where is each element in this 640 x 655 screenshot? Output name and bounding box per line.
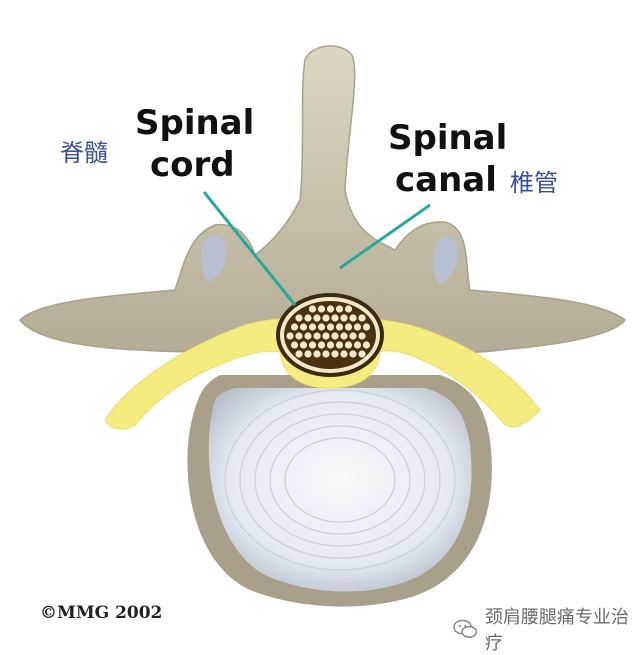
nerve-fiber-dot <box>322 314 330 322</box>
nerve-fiber-dot <box>308 305 317 313</box>
nerve-fiber-dot <box>344 323 353 331</box>
nerve-fiber-dot <box>317 341 326 349</box>
nerve-fiber-dot <box>308 341 317 349</box>
nerve-fiber-dot <box>340 314 348 322</box>
spinal-canal-chinese-label: 椎管 <box>510 169 558 197</box>
nerve-fiber-dot <box>299 341 308 349</box>
nerve-fiber-dot <box>335 341 344 349</box>
nerve-fiber-dot <box>344 341 353 349</box>
nerve-fiber-dot <box>304 314 312 322</box>
spinal-cord-nerve-bundles <box>286 305 371 358</box>
nerve-fiber-dot <box>317 323 326 331</box>
nerve-fiber-dot <box>313 314 321 322</box>
nerve-fiber-dot <box>344 305 353 313</box>
nerve-fiber-dot <box>286 332 294 340</box>
nerve-fiber-dot <box>290 341 299 349</box>
disc-rings <box>224 389 456 571</box>
nerve-fiber-dot <box>326 305 335 313</box>
left-facet <box>200 235 227 282</box>
spinal-cord-label-line1: Spinal <box>135 103 255 143</box>
nerve-fiber-dot <box>326 341 335 349</box>
nerve-fiber-dot <box>326 323 335 331</box>
nerve-fiber-dot <box>349 350 357 358</box>
nerve-fiber-dot <box>295 350 303 358</box>
spinal-cord-pointer <box>202 191 297 306</box>
nerve-fiber-dot <box>349 332 357 340</box>
nerve-fiber-dot <box>313 332 321 340</box>
watermark-text: 颈肩腰腿痛专业治疗 <box>484 607 629 654</box>
nerve-fiber-dot <box>362 341 371 349</box>
spinal-canal-label-line2: canal <box>395 160 497 200</box>
nerve-fiber-dot <box>358 314 366 322</box>
nerve-fiber-dot <box>340 332 348 340</box>
nerve-fiber-dot <box>322 332 330 340</box>
wechat-icon <box>453 619 478 638</box>
nerve-fiber-dot <box>317 305 326 313</box>
nerve-fiber-dot <box>295 332 303 340</box>
nerve-fiber-dot <box>290 323 299 331</box>
nerve-fiber-dot <box>304 332 312 340</box>
nerve-fiber-dot <box>331 314 339 322</box>
nerve-fiber-dot <box>362 323 371 331</box>
nerve-fiber-dot <box>358 332 366 340</box>
nerve-fiber-dot <box>335 323 344 331</box>
watermark: 颈肩腰腿痛专业治疗 <box>452 603 640 655</box>
spinal-canal-label-line1: Spinal <box>388 118 508 158</box>
intervertebral-disc <box>208 388 472 592</box>
nerve-fiber-dot <box>349 314 357 322</box>
nerve-fiber-dot <box>331 350 339 358</box>
copyright-text: ©MMG 2002 <box>40 603 163 623</box>
nerve-fiber-dot <box>331 332 339 340</box>
nerve-fiber-dot <box>335 305 344 313</box>
nerve-fiber-dot <box>304 350 312 358</box>
nerve-fiber-dot <box>340 350 348 358</box>
nerve-fiber-dot <box>322 350 330 358</box>
nerve-fiber-dot <box>299 323 308 331</box>
spinal-canal-pointer <box>339 203 431 270</box>
nerve-fiber-dot <box>295 314 303 322</box>
nerve-fiber-dot <box>358 350 366 358</box>
nerve-fiber-dot <box>313 350 321 358</box>
nerve-fiber-dot <box>308 323 317 331</box>
spinal-cord-chinese-label: 脊髓 <box>60 139 108 167</box>
right-facet <box>433 235 458 284</box>
spinal-cord-label-line2: cord <box>150 145 235 185</box>
nerve-fiber-dot <box>353 323 362 331</box>
nerve-fiber-dot <box>353 341 362 349</box>
